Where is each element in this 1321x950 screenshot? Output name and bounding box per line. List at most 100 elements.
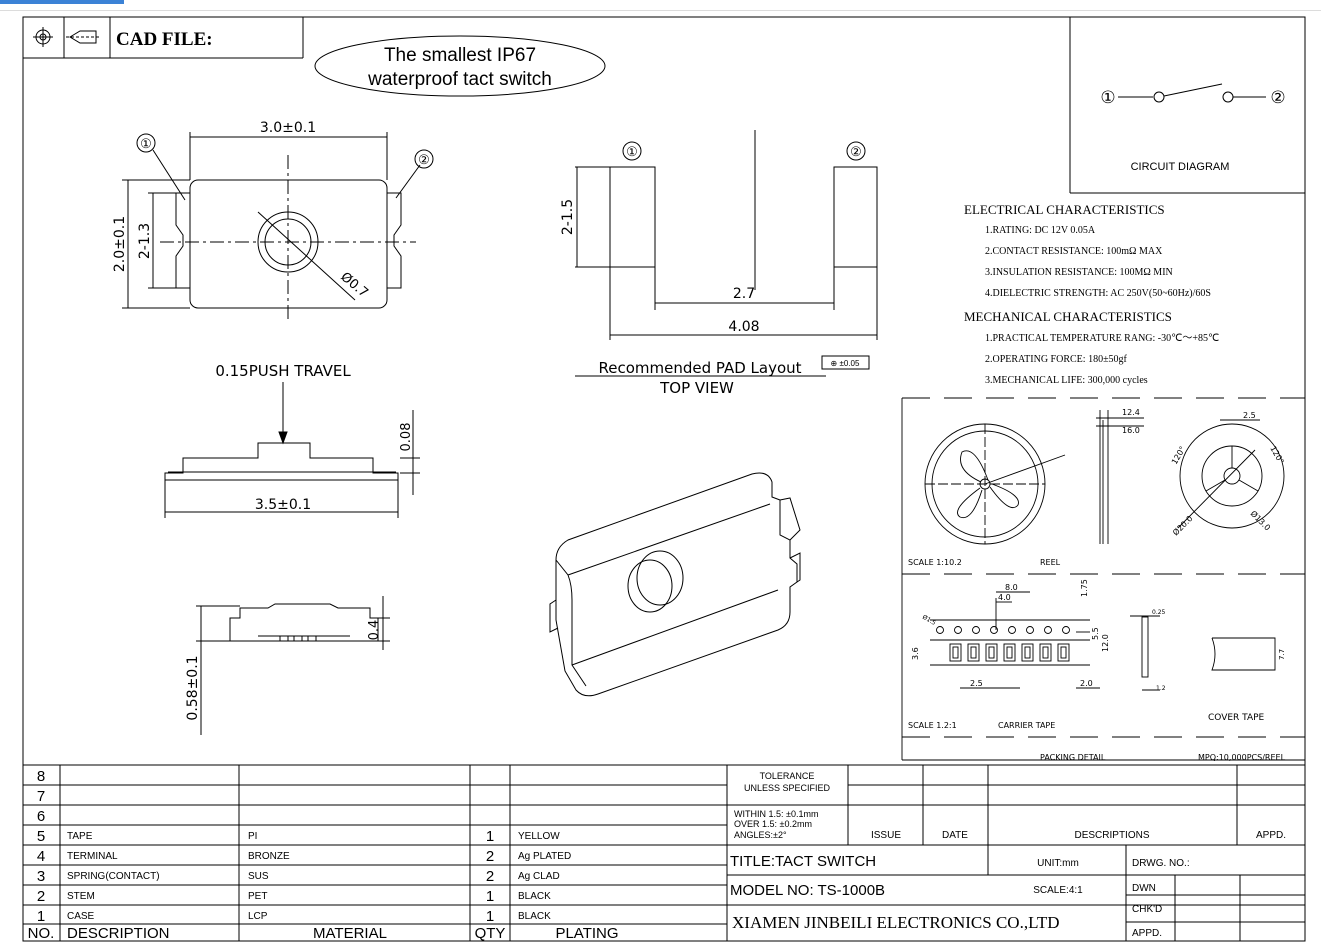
bottom-body-dim: 0.4 (367, 620, 382, 641)
model-label: MODEL NO: TS-1000B (730, 882, 885, 899)
date-header: DATE (942, 830, 968, 841)
bom-cell-qty: 2 (486, 848, 494, 865)
tolerance-line-2: UNLESS SPECIFIED (744, 783, 831, 793)
circuit-switch-symbol (1118, 83, 1266, 103)
sprocket-hole (936, 626, 944, 634)
tolerance-line-4: OVER 1.5: ±0.2mm (734, 819, 812, 829)
bom-cell-plating: YELLOW (518, 831, 560, 842)
cad-file-label: CAD FILE: (116, 29, 213, 50)
tape-pocket-part (1042, 646, 1049, 659)
pad-layout-title: Recommended PAD Layout (598, 359, 801, 377)
electrical-heading: ELECTRICAL CHARACTERISTICS (964, 202, 1165, 217)
tape-pitch: 8.0 (1005, 583, 1018, 592)
pad-gap-dim: 2.7 (733, 286, 755, 302)
cover-label: COVER TAPE (1208, 713, 1265, 723)
mechanical-item-2: 2.OPERATING FORCE: 180±50gf (985, 354, 1128, 365)
tape-pocket (1057, 643, 1070, 662)
pad-pin-1: ① (626, 144, 638, 159)
appd-label: APPD. (1132, 928, 1162, 939)
tape-left: 3.6 (911, 647, 920, 660)
tape-pocket-part (1024, 646, 1031, 659)
tape-p: 2.5 (970, 679, 983, 688)
pad-layout-subtitle: TOP VIEW (659, 379, 734, 397)
bom-cell-no: 3 (37, 868, 45, 885)
reel-dim-b: 16.0 (1122, 426, 1140, 435)
bom-cell-desc: TAPE (67, 831, 93, 842)
mechanical-item-3: 3.MECHANICAL LIFE: 300,000 cycles (985, 375, 1148, 386)
bom-cell-qty: 1 (486, 908, 494, 925)
scale-reel: SCALE 1:10.2 (908, 558, 962, 567)
bom-cell-desc: CASE (67, 911, 95, 922)
sprocket-hole (954, 626, 962, 634)
bom-cell-plating: Ag CLAD (518, 871, 560, 882)
electrical-item-4: 4.DIELECTRIC STRENGTH: AC 250V(50~60Hz)/… (985, 288, 1211, 299)
side-height-dim: 0.08 (399, 423, 414, 452)
tape-pocket (985, 643, 998, 662)
mechanical-item-1: 1.PRACTICAL TEMPERATURE RANG: -30℃～+85℃ (985, 333, 1219, 344)
reel-angle-b: 120° (1268, 445, 1285, 466)
bom-cell-no: 2 (37, 888, 45, 905)
circuit-label: CIRCUIT DIAGRAM (1131, 161, 1230, 173)
bom-cell-desc: STEM (67, 891, 95, 902)
front-pin-2: ② (418, 152, 430, 167)
front-view (122, 132, 434, 320)
bom-cell-no: 7 (37, 788, 45, 805)
mpq-label: MPQ:10,000PCS/REEL (1198, 753, 1286, 762)
circuit-node-2: ② (1270, 88, 1285, 107)
pad-height-dim: 2-1.5 (560, 199, 576, 235)
sprocket-hole (990, 626, 998, 634)
appd-header: APPD. (1256, 830, 1286, 841)
title-block-grid (23, 764, 1305, 941)
tape-thick2: 1.2 (1156, 685, 1166, 692)
carrier-label: CARRIER TAPE (998, 721, 1055, 730)
tape-pocket (967, 643, 980, 662)
active-tab-indicator[interactable] (0, 0, 124, 4)
side-length-dim: 3.5±0.1 (255, 497, 311, 513)
tape-pocket (1039, 643, 1052, 662)
tape-pocket (1003, 643, 1016, 662)
callout-line-1: The smallest IP67 (384, 45, 536, 66)
bom-header-material: MATERIAL (313, 925, 387, 942)
tape-pocket-part (988, 646, 995, 659)
bom-cell-no: 4 (37, 848, 45, 865)
bom-cell-material: PI (248, 831, 257, 842)
front-inner-dim: 2-1.3 (137, 223, 153, 259)
tape-pocket-part (970, 646, 977, 659)
dwn-label: DWN (1132, 883, 1156, 894)
window-top-bar (0, 0, 1321, 11)
tape-pocket-part (952, 646, 959, 659)
chkd-label: CHK'D (1132, 904, 1162, 915)
pad-layout (575, 130, 878, 377)
bom-header-plating: PLATING (555, 925, 618, 942)
unit-label: UNIT:mm (1037, 858, 1079, 869)
scale-label: SCALE:4:1 (1033, 885, 1083, 896)
cover-width: 7.7 (1278, 649, 1286, 660)
bom-header-no: NO. (28, 925, 55, 942)
bom-cell-qty: 2 (486, 868, 494, 885)
bom-header-description: DESCRIPTION (67, 925, 170, 942)
electrical-item-3: 3.INSULATION RESISTANCE: 100MΩ MIN (985, 267, 1173, 278)
title-label: TITLE:TACT SWITCH (730, 853, 876, 870)
electrical-item-1: 1.RATING: DC 12V 0.05A (985, 225, 1096, 236)
bottom-height-dim: 0.58±0.1 (185, 655, 201, 720)
push-travel-label: 0.15PUSH TRAVEL (215, 362, 351, 380)
reel-dia-a: Ø20.0 (1170, 513, 1194, 537)
bom-cell-desc: TERMINAL (67, 851, 118, 862)
callout-ellipse (314, 35, 606, 97)
isometric-view (549, 472, 801, 697)
drwg-no-label: DRWG. NO.: (1132, 858, 1190, 869)
front-height-dim: 2.0±0.1 (112, 216, 128, 272)
pad-pin-2: ② (850, 144, 862, 159)
electrical-item-2: 2.CONTACT RESISTANCE: 100mΩ MAX (985, 246, 1163, 257)
reel-label: REEL (1040, 558, 1061, 567)
issue-header: ISSUE (871, 830, 901, 841)
sprocket-hole (972, 626, 980, 634)
bom-cell-no: 6 (37, 808, 45, 825)
tape-thick: 0.25 (1152, 609, 1166, 616)
bom-cell-no: 8 (37, 768, 45, 785)
reel-dim-c: 2.5 (1243, 411, 1256, 420)
projection-symbol-icon (33, 27, 100, 47)
tape-pocket-part (1060, 646, 1067, 659)
descriptions-header: DESCRIPTIONS (1074, 830, 1149, 841)
bottom-view (196, 596, 390, 735)
